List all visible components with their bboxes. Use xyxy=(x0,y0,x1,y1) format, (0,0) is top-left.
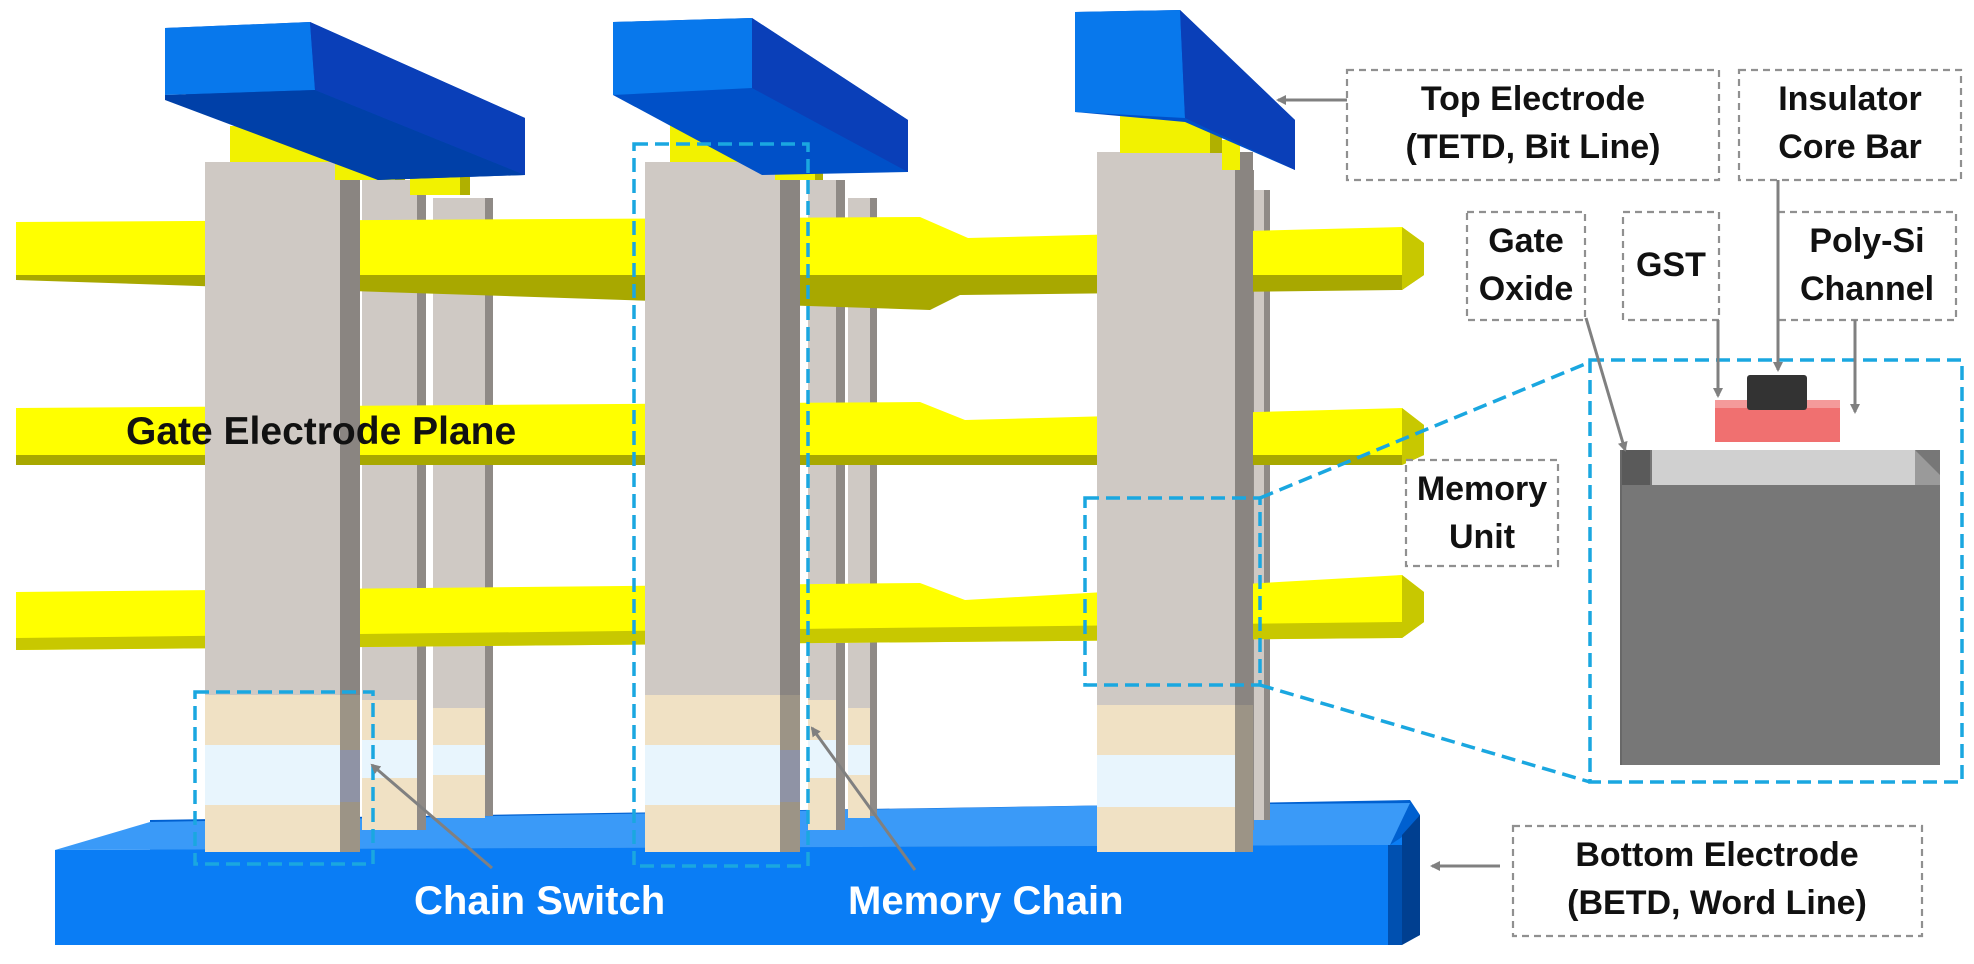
front-pillars xyxy=(205,152,1253,852)
pillar-front-3 xyxy=(1097,152,1253,852)
label-core-bar: Core Bar xyxy=(1778,128,1922,166)
callout-memory-unit xyxy=(1404,458,1560,568)
label-memory-chain: Memory Chain xyxy=(848,879,1124,923)
chain-switch-box xyxy=(193,690,375,866)
inset-box xyxy=(1588,358,1964,784)
memory-unit-inset xyxy=(1620,375,1940,765)
callout-gate-oxide xyxy=(1465,210,1587,322)
label-bottom-electrode: Bottom Electrode xyxy=(1575,836,1858,874)
arrow-memory-chain xyxy=(810,726,917,871)
arrow-chain-switch xyxy=(370,763,493,870)
top-electrode-bar-1 xyxy=(165,22,525,180)
highlight-boxes xyxy=(193,142,1964,868)
top-electrode-bar-3 xyxy=(1075,10,1295,170)
memory-unit-box xyxy=(1083,496,1262,687)
callout-polysi xyxy=(1776,210,1958,322)
insulator-core-bar xyxy=(1747,375,1807,410)
label-insulator: Insulator xyxy=(1778,80,1922,118)
text-labels: Gate Electrode Plane Chain Switch Memory… xyxy=(126,80,1934,923)
pillar-front-1 xyxy=(205,162,360,852)
label-bottom-electrode-sub: (BETD, Word Line) xyxy=(1567,884,1867,922)
memory-chain-box xyxy=(632,142,810,868)
label-gst: GST xyxy=(1636,246,1706,284)
label-channel: Channel xyxy=(1800,270,1934,308)
arrow-gate-oxide xyxy=(1584,317,1628,452)
callout-gst xyxy=(1621,210,1721,322)
pillar-front-2 xyxy=(645,162,800,852)
label-gate: Gate xyxy=(1488,222,1564,260)
label-oxide: Oxide xyxy=(1479,270,1573,308)
label-poly-si: Poly-Si xyxy=(1809,222,1924,260)
callout-insulator xyxy=(1737,68,1963,182)
top-electrodes xyxy=(165,10,1295,180)
label-gate-electrode-plane: Gate Electrode Plane xyxy=(126,410,516,453)
arrows xyxy=(370,95,1860,871)
callout-boxes xyxy=(1345,68,1963,938)
callout-top-electrode xyxy=(1345,68,1721,182)
label-top-electrode-sub: (TETD, Bit Line) xyxy=(1406,128,1661,166)
label-chain-switch: Chain Switch xyxy=(414,879,665,923)
top-electrode-bar-2 xyxy=(613,18,908,175)
callout-bottom-electrode xyxy=(1511,824,1924,938)
label-memory: Memory xyxy=(1417,470,1547,508)
label-unit: Unit xyxy=(1449,518,1515,556)
label-top-electrode: Top Electrode xyxy=(1421,80,1645,118)
